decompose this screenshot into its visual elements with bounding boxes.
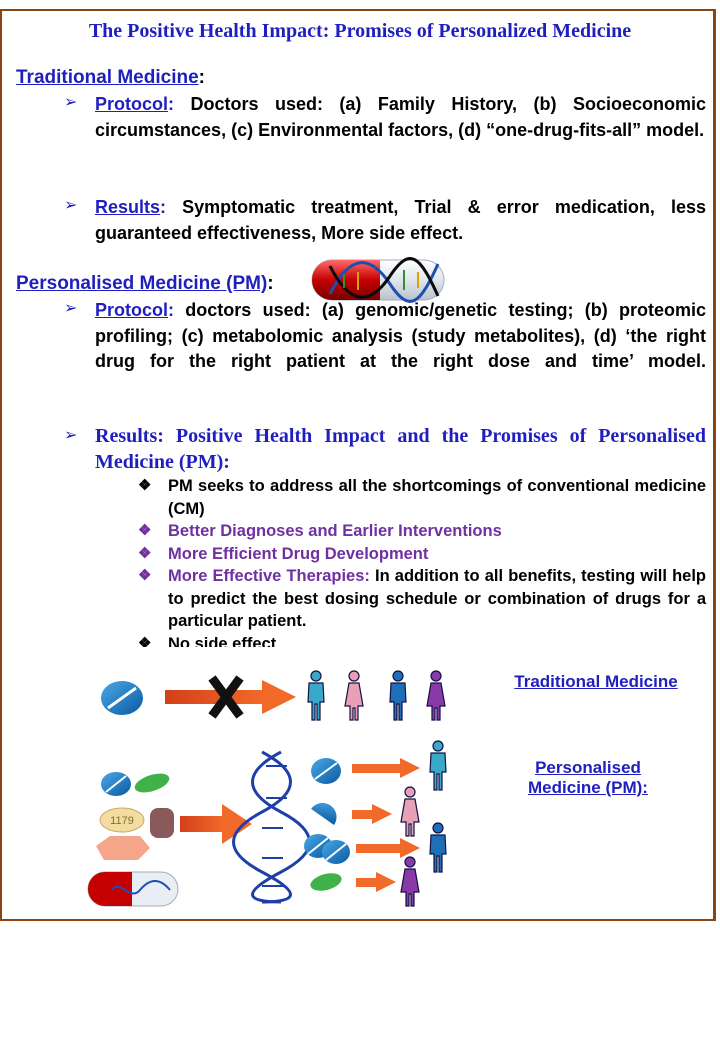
results-description: Symptomatic treatment, Trial & error med… — [95, 197, 706, 243]
matched-pill-icon — [311, 802, 337, 825]
matched-pill-icon — [310, 873, 342, 891]
pill-imprint: 1179 — [110, 815, 134, 827]
personalised-label-line1: Personalised — [535, 758, 641, 777]
diamond-bullet-icon: ❖ — [138, 477, 152, 494]
woman-figure-icon — [400, 786, 420, 837]
traditional-heading-link[interactable]: Traditional Medicine — [16, 67, 199, 88]
protocol-description: Doctors used: (a) Family History, (b) So… — [95, 94, 706, 140]
woman-figure-icon — [426, 670, 446, 721]
man-figure-icon — [429, 740, 447, 791]
traditional-medicine-link[interactable]: Traditional Medicine — [514, 672, 678, 691]
arrow-bullet-icon: ➢ — [64, 300, 78, 317]
assorted-pills-icon — [87, 772, 179, 907]
protocol-label[interactable]: Protocol — [95, 94, 169, 114]
personalised-results-heading: Results: Positive Health Impact and the … — [95, 425, 706, 473]
personalised-protocol-text: Protocol: doctors used: (a) genomic/gene… — [95, 300, 706, 371]
small-arrow-icon — [356, 838, 420, 858]
man-figure-icon — [307, 670, 325, 721]
matched-pill-icon — [304, 834, 350, 864]
arrow-bullet-icon: ➢ — [64, 427, 78, 444]
list-item: ❖More Efficient Drug Development — [138, 543, 706, 566]
list-item: ❖More Effective Therapies: In addition t… — [138, 567, 706, 630]
list-item: ❖PM seeks to address all the shortcoming… — [138, 477, 706, 518]
pm-benefits-list: ❖PM seeks to address all the shortcoming… — [138, 475, 706, 647]
traditional-results-text: Results: Symptomatic treatment, Trial & … — [95, 197, 706, 243]
traditional-protocol-text: Protocol: Doctors used: (a) Family Histo… — [95, 94, 706, 140]
page-title: The Positive Health Impact: Promises of … — [88, 20, 632, 42]
arrow-bullet-icon: ➢ — [64, 197, 78, 214]
diamond-bullet-icon: ❖ — [138, 634, 152, 647]
diamond-bullet-icon: ❖ — [138, 567, 152, 584]
medicine-comparison-diagram: 1179 — [87, 670, 447, 907]
cross-icon — [208, 675, 244, 719]
man-figure-icon — [389, 670, 407, 721]
arrow-bullet-icon: ➢ — [64, 94, 78, 111]
protocol-label[interactable]: Protocol — [95, 300, 169, 320]
personalised-heading-link[interactable]: Personalised Medicine (PM) — [16, 273, 268, 294]
list-item: ❖Better Diagnoses and Earlier Interventi… — [138, 520, 706, 543]
woman-figure-icon — [400, 856, 420, 907]
traditional-results-bullet: ➢ Results: Symptomatic treatment, Trial … — [64, 195, 706, 246]
list-item: ❖No side effect — [138, 633, 706, 647]
matched-pill-icon — [311, 758, 341, 784]
traditional-pill-icon — [101, 681, 143, 715]
results-label[interactable]: Results — [95, 197, 161, 217]
man-figure-icon — [429, 822, 447, 873]
dna-capsule-image — [311, 257, 445, 303]
protocol-description: doctors used: (a) genomic/genetic testin… — [95, 300, 706, 371]
personalised-protocol-bullet: ➢ Protocol: doctors used: (a) genomic/ge… — [64, 298, 706, 375]
small-arrow-icon — [352, 758, 420, 778]
traditional-heading: Traditional Medicine: — [16, 67, 205, 88]
personalised-results-bullet: ➢ Results: Positive Health Impact and th… — [64, 423, 706, 475]
diamond-bullet-icon: ❖ — [138, 544, 152, 562]
diamond-bullet-icon: ❖ — [138, 522, 152, 539]
woman-figure-icon — [344, 670, 364, 721]
traditional-arrow-icon — [165, 680, 296, 714]
traditional-protocol-bullet: ➢ Protocol: Doctors used: (a) Family His… — [64, 92, 706, 143]
personalised-label-line2: Medicine (PM): — [528, 778, 648, 797]
personalised-heading: Personalised Medicine (PM): — [16, 273, 274, 294]
small-arrow-icon — [356, 872, 396, 892]
small-arrow-icon — [352, 804, 392, 824]
personalised-medicine-link[interactable]: Personalised Medicine (PM): — [498, 758, 678, 798]
personalised-arrow-icon — [180, 804, 252, 844]
